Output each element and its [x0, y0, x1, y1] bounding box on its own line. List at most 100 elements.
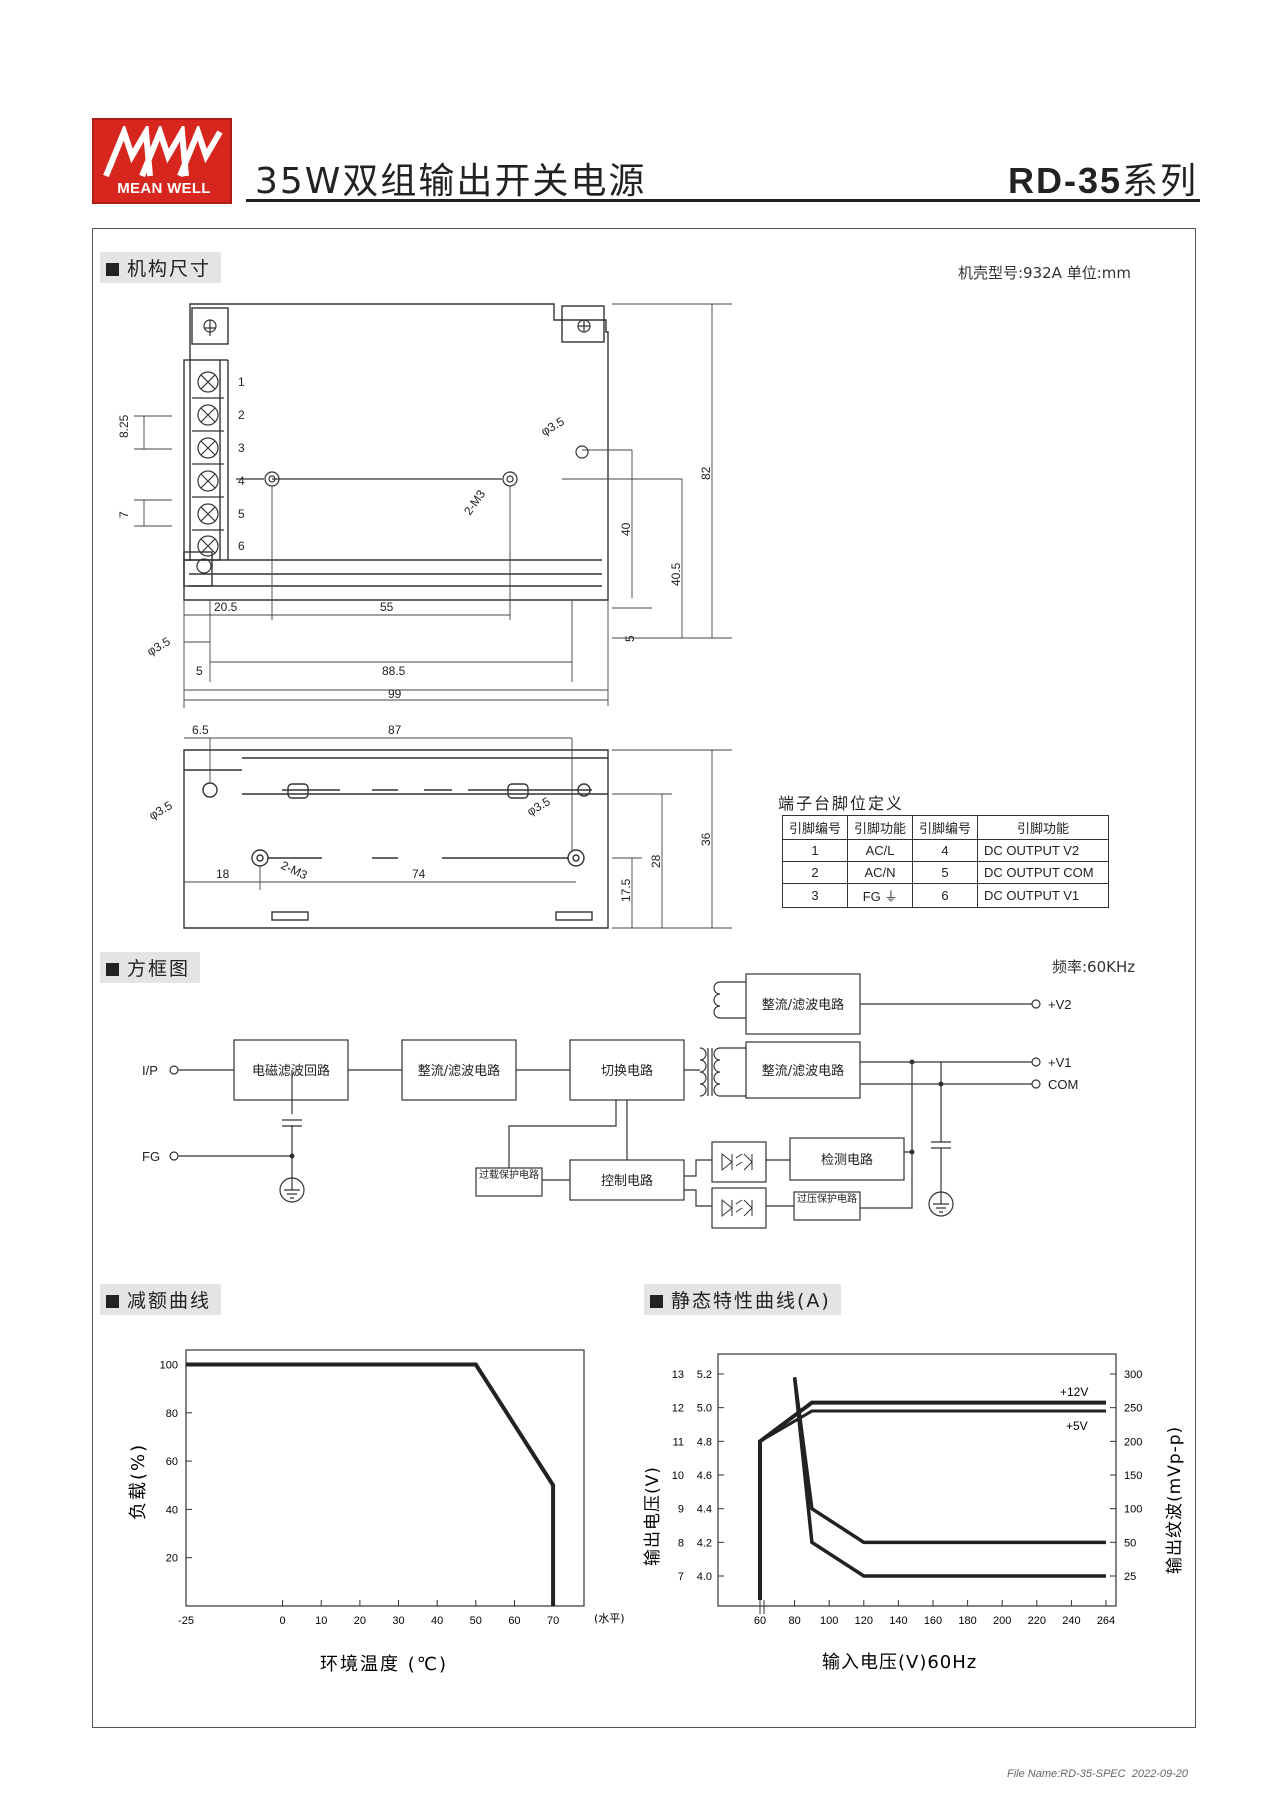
x-tick-label: 264 [1097, 1615, 1115, 1627]
y-tick-label-inner: 4.2 [697, 1537, 712, 1549]
series-suffix: 系列 [1121, 161, 1198, 202]
y2-tick-label: 50 [1124, 1537, 1136, 1549]
x-tick-label: 0 [280, 1615, 286, 1627]
y-tick-label: 80 [166, 1408, 178, 1420]
y-tick-label: 60 [166, 1456, 178, 1468]
x-tick-label: 220 [1028, 1615, 1046, 1627]
title-rule [246, 199, 1200, 202]
y-axis-left-label: 输出电压(V) [643, 1466, 663, 1566]
pin-table-title: 端子台脚位定义 [778, 794, 905, 813]
y-tick-label-inner: 4.6 [697, 1470, 712, 1482]
svg-text:φ3.5: φ3.5 [525, 794, 553, 819]
y-tick-label-outer: 9 [678, 1504, 684, 1516]
x-tick-label: 10 [315, 1615, 327, 1627]
optocoupler-1 [711, 1141, 767, 1183]
y-tick-label-inner: 4.4 [697, 1504, 712, 1516]
svg-text:82: 82 [699, 466, 713, 480]
x-tick-label: 240 [1062, 1615, 1080, 1627]
table-row: 1 AC/L 4 DC OUTPUT V2 [781, 839, 1110, 862]
svg-text:5: 5 [196, 664, 203, 678]
x-tick-label: 180 [958, 1615, 976, 1627]
y-axis-right-label: 输出纹波(mVp-p) [1165, 1426, 1185, 1574]
col-pin-fn: 引脚功能 [847, 815, 914, 840]
x-tick-label: 140 [889, 1615, 907, 1627]
block-rect-v1 [745, 1041, 861, 1099]
y-tick-label-inner: 4.8 [697, 1436, 712, 1448]
svg-text:17.5: 17.5 [619, 878, 633, 902]
svg-text:40.5: 40.5 [669, 562, 683, 586]
x-tick-label: 70 [547, 1615, 559, 1627]
y-tick-label-inner: 5.0 [697, 1403, 712, 1415]
svg-text:20.5: 20.5 [214, 600, 238, 614]
y-axis-label: 负载(%) [128, 1443, 149, 1520]
x-axis-label: 环境温度 (℃) [320, 1654, 448, 1675]
svg-text:3: 3 [238, 441, 245, 455]
table-header-row: 引脚编号 引脚功能 引脚编号 引脚功能 [781, 815, 1110, 840]
x-unit-note: (水平) [594, 1612, 625, 1625]
y-tick-label-outer: 7 [678, 1571, 684, 1583]
pin-table: 引脚编号 引脚功能 引脚编号 引脚功能 1 AC/L 4 DC OUTPUT V… [781, 815, 1110, 908]
block-detect [789, 1137, 905, 1181]
terminal-screws [192, 371, 224, 557]
section-mechanical: 机构尺寸 [100, 252, 222, 283]
col-pin-no-2: 引脚编号 [912, 815, 979, 840]
svg-text:5: 5 [623, 635, 637, 642]
col-pin-no: 引脚编号 [781, 815, 849, 840]
svg-text:18: 18 [216, 867, 230, 881]
section-static: 静态特性曲线(A) [644, 1284, 841, 1315]
y2-tick-label: 100 [1124, 1504, 1142, 1516]
table-row: 2 AC/N 5 DC OUTPUT COM [781, 861, 1110, 884]
mechanical-drawing: 1 2 3 4 5 6 8.25 7 20.5 55 2-M3 φ3.5 40 … [117, 303, 732, 929]
svg-text:4: 4 [238, 474, 245, 488]
file-date: 2022-09-20 [1131, 1768, 1188, 1780]
section-derating: 减额曲线 [100, 1284, 222, 1315]
svg-text:φ3.5: φ3.5 [147, 798, 175, 823]
y2-tick-label: 300 [1124, 1369, 1142, 1381]
y-tick-label: 40 [166, 1504, 178, 1516]
svg-text:1: 1 [238, 375, 245, 389]
x-tick-label: 40 [431, 1615, 443, 1627]
ground-icon [279, 1177, 954, 1217]
svg-text:电磁滤波回路: 电磁滤波回路 [252, 1063, 330, 1079]
svg-text:2: 2 [238, 408, 245, 422]
freq-note: 频率:60KHz [1052, 958, 1136, 976]
y2-tick-label: 25 [1124, 1571, 1136, 1583]
svg-text:检测电路: 检测电路 [821, 1152, 873, 1168]
plot-frame [185, 1349, 585, 1607]
svg-text:整流/滤波电路: 整流/滤波电路 [762, 1063, 844, 1079]
ripple-lower-line [792, 1377, 1106, 1578]
x-tick-label: 160 [924, 1615, 942, 1627]
svg-text:88.5: 88.5 [382, 664, 406, 678]
svg-text:87: 87 [388, 723, 402, 737]
svg-text:6.5: 6.5 [192, 723, 209, 737]
svg-text:5: 5 [238, 507, 245, 521]
input-ip-label: I/P [142, 1063, 158, 1078]
svg-text:2-M3: 2-M3 [279, 858, 310, 882]
x-tick-label: 30 [392, 1615, 404, 1627]
y-tick-label-outer: 8 [678, 1537, 684, 1549]
y-tick-label-outer: 10 [672, 1470, 684, 1482]
x-tick-label: 120 [855, 1615, 873, 1627]
col-pin-fn-2: 引脚功能 [977, 815, 1110, 840]
y-tick-label: 20 [166, 1553, 178, 1565]
axis-break [759, 1600, 765, 1614]
svg-text:2-M3: 2-M3 [461, 487, 488, 518]
derating-line [186, 1362, 556, 1606]
side-view [183, 749, 609, 929]
svg-text:28: 28 [649, 854, 663, 868]
y-tick-label: 100 [160, 1359, 178, 1371]
svg-text:40: 40 [619, 522, 633, 536]
svg-text:36: 36 [699, 832, 713, 846]
x-tick-label: 50 [470, 1615, 482, 1627]
page-title: 35W双组输出开关电源 [255, 161, 647, 202]
file-footer: File Name:RD-35-SPEC 2022-09-20 [1007, 1768, 1188, 1780]
x-tick-label: 200 [993, 1615, 1011, 1627]
optocoupler-2 [711, 1187, 767, 1229]
svg-text:6: 6 [238, 539, 245, 553]
y2-tick-label: 250 [1124, 1403, 1142, 1415]
model-title: RD-35系列 [1008, 152, 1198, 204]
svg-text:整流/滤波电路: 整流/滤波电路 [418, 1063, 500, 1079]
svg-text:整流/滤波电路: 整流/滤波电路 [762, 997, 844, 1013]
svg-text:7: 7 [117, 511, 131, 518]
